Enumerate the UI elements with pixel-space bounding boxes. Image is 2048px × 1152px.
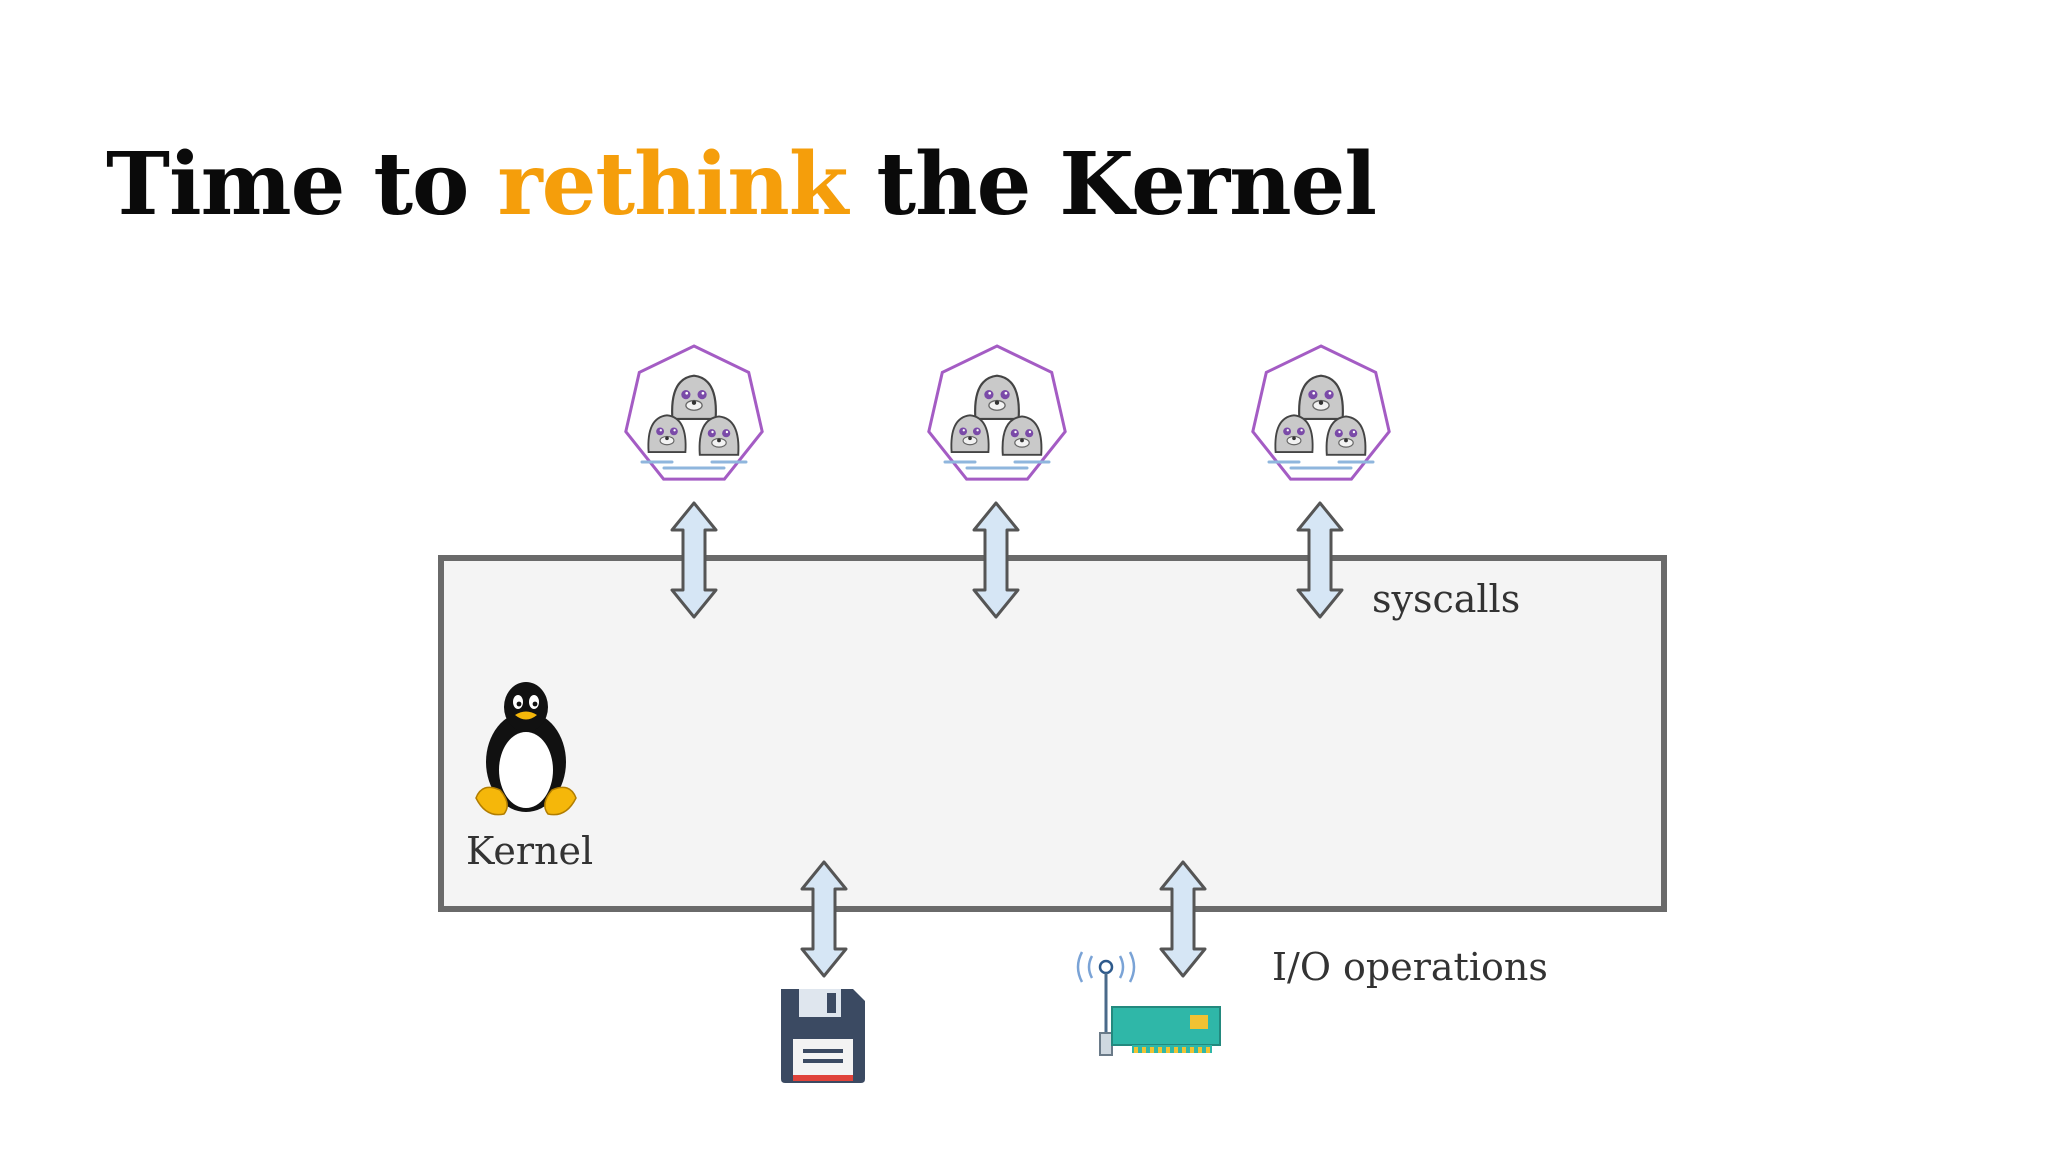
- floppy-disk-icon: [781, 989, 865, 1083]
- kernel-label: Kernel: [466, 829, 594, 873]
- syscall-arrow-2: [972, 501, 1020, 619]
- io-arrow-network: [1159, 860, 1207, 978]
- title-prefix: Time to: [106, 134, 498, 235]
- io-arrow-storage: [800, 860, 848, 978]
- syscalls-label: syscalls: [1372, 577, 1521, 621]
- syscall-arrow-1: [670, 501, 718, 619]
- slide-title: Time to rethink the Kernel: [106, 137, 1377, 233]
- title-suffix: the Kernel: [847, 134, 1377, 235]
- kernel-box: [438, 555, 1667, 912]
- io-operations-label: I/O operations: [1272, 945, 1548, 989]
- title-accent-word: rethink: [497, 134, 848, 235]
- app-seal-icon-3: [1253, 346, 1389, 479]
- app-seal-icon-2: [929, 346, 1065, 479]
- app-seal-icon-1: [626, 346, 762, 479]
- network-card-icon: [1076, 951, 1221, 1056]
- syscall-arrow-3: [1296, 501, 1344, 619]
- linux-penguin-icon: [475, 682, 577, 816]
